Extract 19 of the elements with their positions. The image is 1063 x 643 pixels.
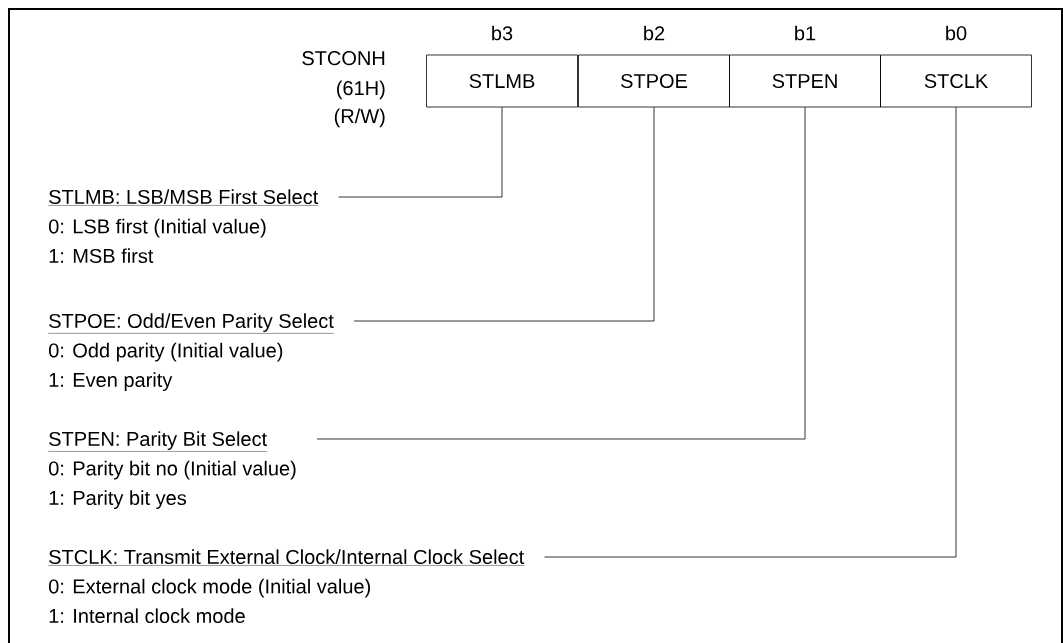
bit-description: STCLK: Transmit External Clock/Internal Clock Select 0: External clock mode (Initial value) 1: Internal clock mode xyxy=(48,549,525,624)
leader-line xyxy=(544,107,957,558)
register-label: STCONH xyxy=(302,51,385,66)
bit-description: STLMB: LSB/MSB First Select 0: LSB first (Initial value) 1: MSB first xyxy=(48,189,319,264)
leader-line xyxy=(353,107,655,322)
bit-label: b2 xyxy=(644,25,665,41)
bit-label: b1 xyxy=(795,25,816,41)
register-label: (61H) xyxy=(337,80,385,100)
register-cell: STCLK xyxy=(880,54,1032,108)
bit-label: b3 xyxy=(492,25,513,41)
register-cell: STPOE xyxy=(578,54,730,108)
bit-label: b0 xyxy=(946,25,967,41)
bit-description: STPOE: Odd/Even Parity Select 0: Odd parity (Initial value) 1: Even parity xyxy=(48,313,335,391)
leader-line xyxy=(338,107,503,198)
register-cell: STLMB xyxy=(426,54,578,108)
leader-line xyxy=(316,107,806,440)
bit-description: STPEN: Parity Bit Select 0: Parity bit no (Initial value) 1: Parity bit yes xyxy=(48,431,296,509)
register-label: (R/W) xyxy=(334,108,385,128)
register-cell: STPEN xyxy=(729,54,881,108)
